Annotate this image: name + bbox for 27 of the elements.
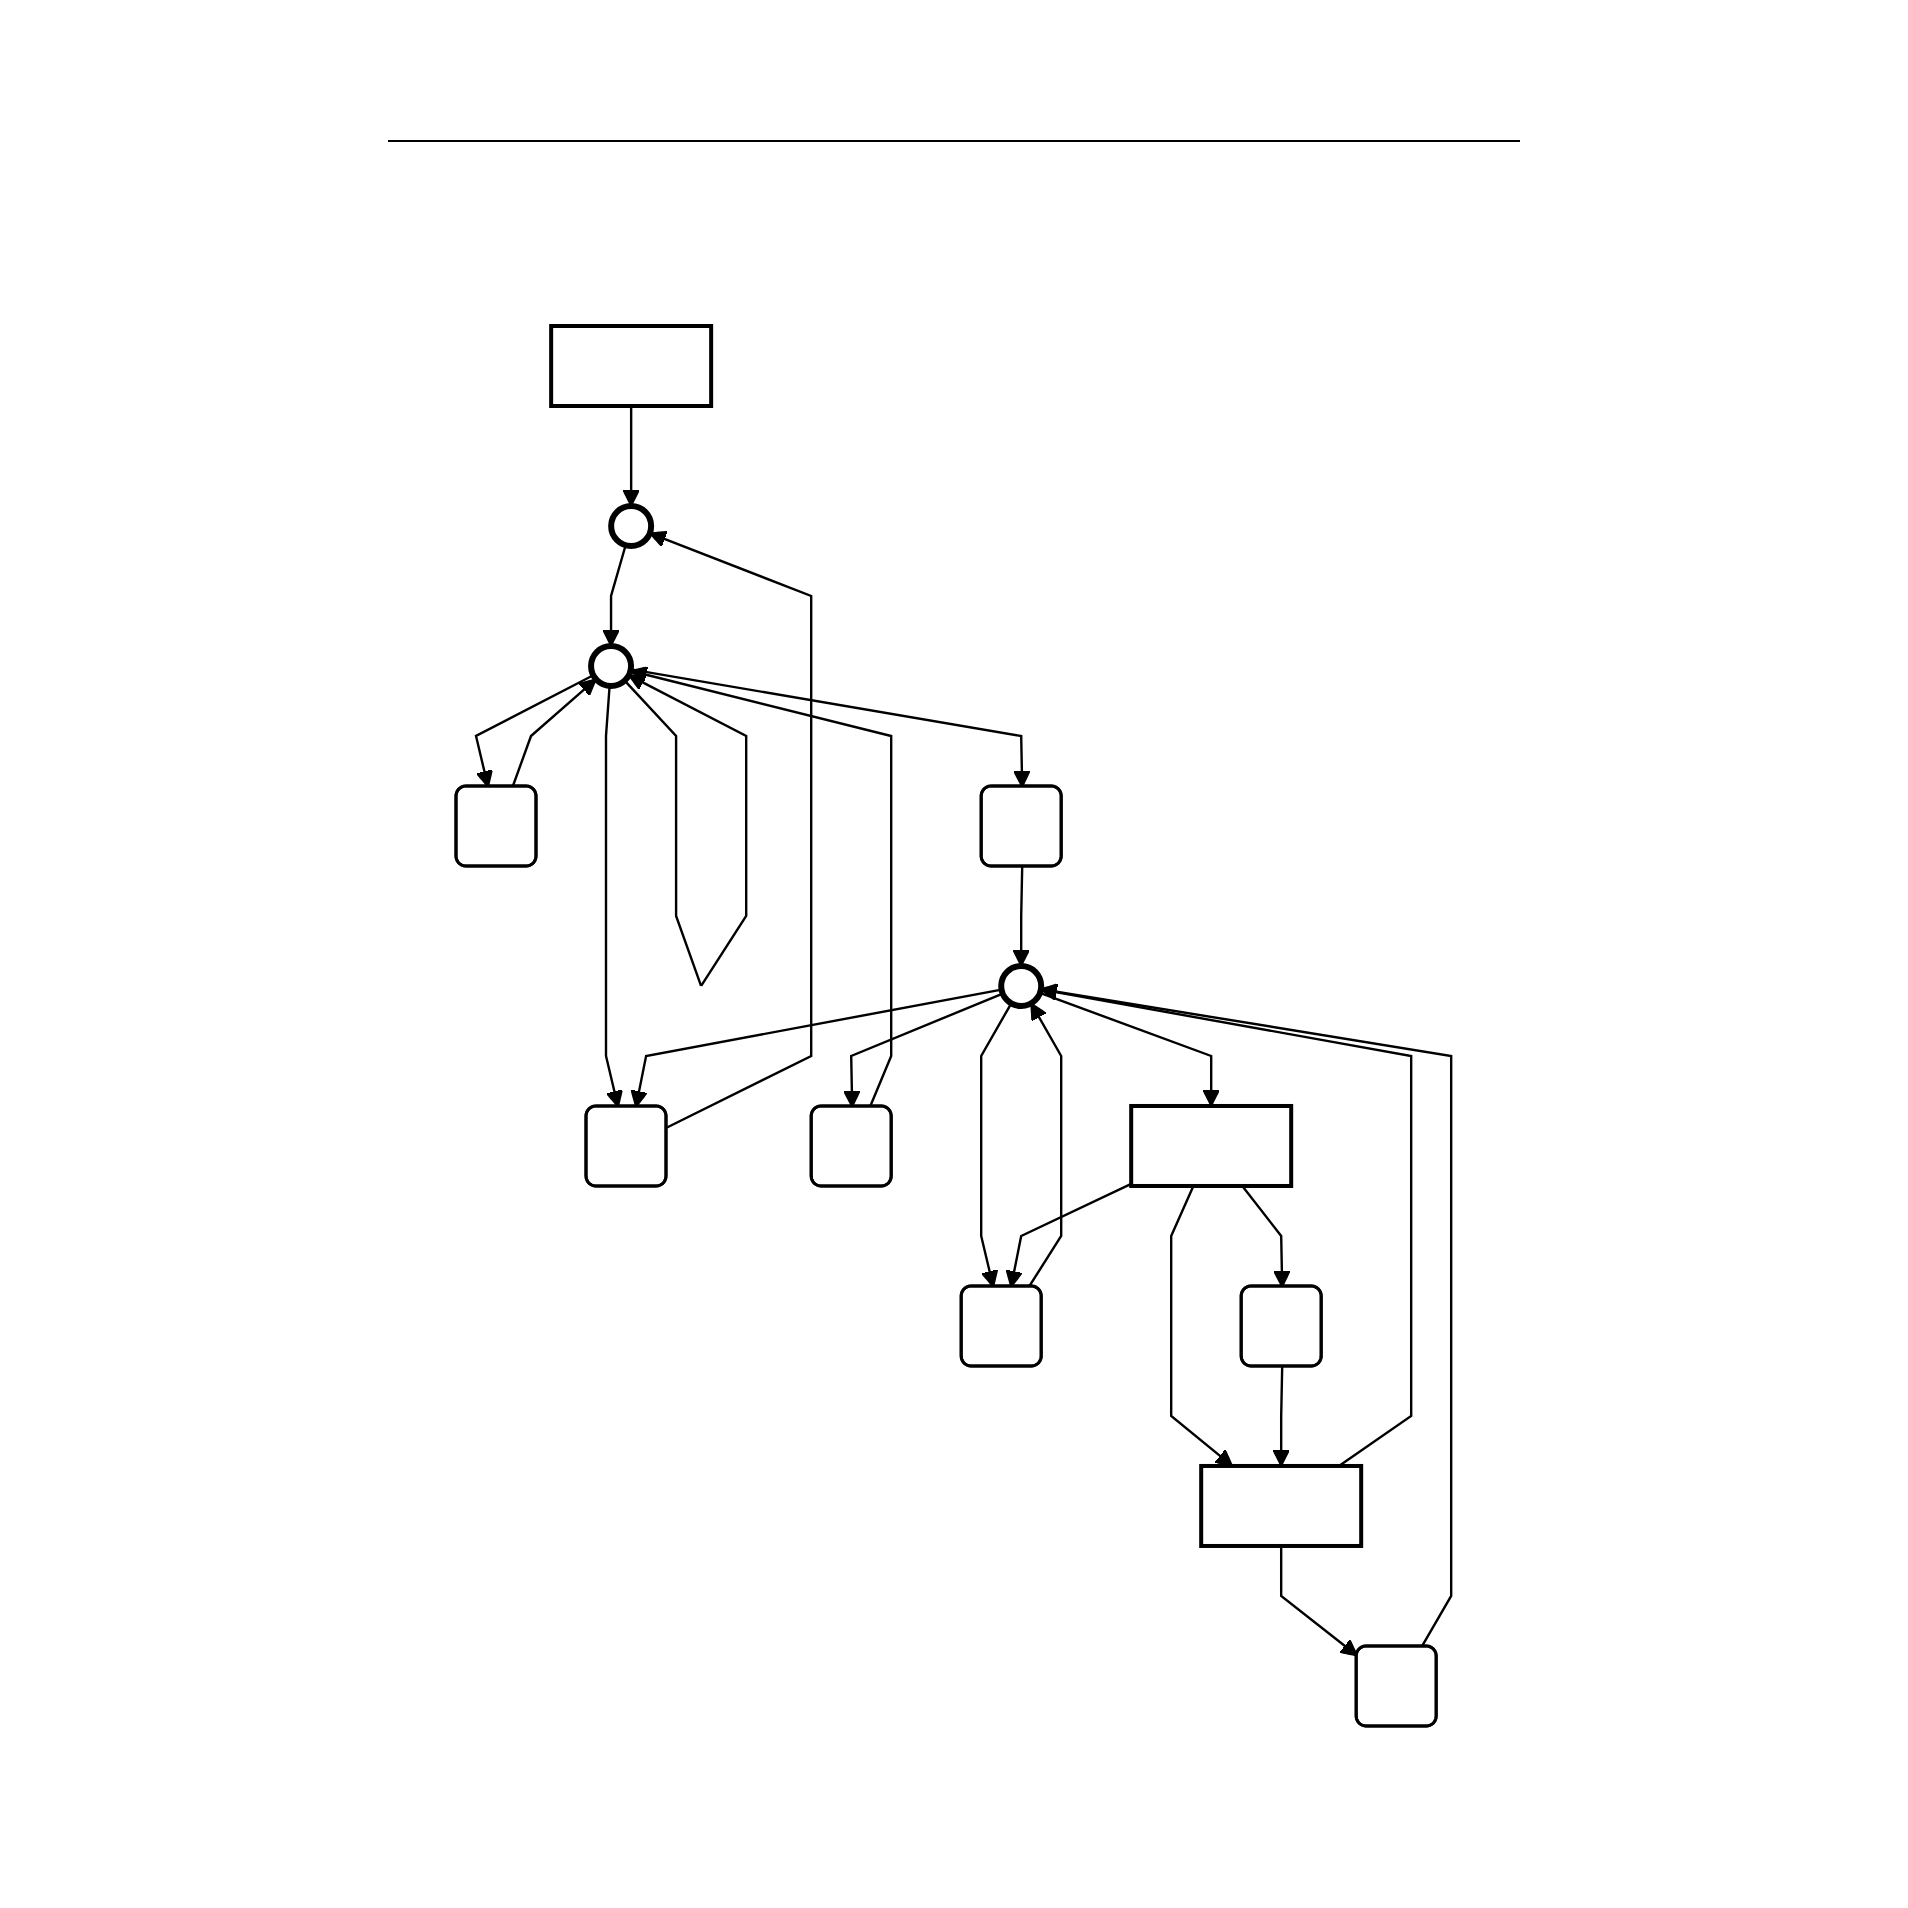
node-box <box>549 323 714 407</box>
arrow <box>1012 865 1031 966</box>
arrow <box>1272 1365 1291 1466</box>
arrow <box>475 673 595 787</box>
node-circle <box>998 962 1045 1008</box>
arrow <box>622 405 641 506</box>
arrow <box>980 1001 1013 1287</box>
arrow <box>1170 1184 1234 1466</box>
arrow <box>1280 1544 1359 1656</box>
arrow <box>630 665 893 1107</box>
arrow <box>649 529 813 1128</box>
arrow <box>602 543 628 646</box>
arrow <box>1040 982 1453 1647</box>
arrow <box>511 677 598 787</box>
arrow <box>843 991 1004 1107</box>
arrow <box>1040 982 1413 1466</box>
arrow <box>605 684 624 1107</box>
arrow <box>1028 1001 1063 1287</box>
node-circle <box>608 502 655 548</box>
node-box <box>1129 1103 1294 1187</box>
arrow <box>624 673 748 986</box>
node-circle <box>588 642 635 688</box>
node-box <box>1199 1462 1364 1547</box>
arrow <box>1005 1181 1133 1287</box>
arrow <box>630 987 1003 1107</box>
arrow <box>1039 990 1221 1106</box>
arrow <box>1241 1184 1292 1287</box>
